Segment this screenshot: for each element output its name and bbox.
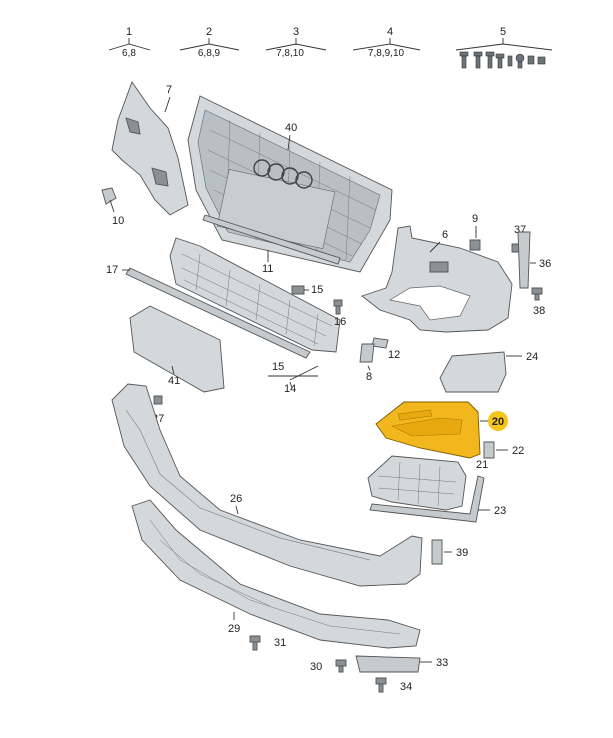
part-16-screw: 16 — [333, 299, 346, 328]
label-26: 26 — [230, 493, 242, 505]
part-17-rail: 17 — [106, 264, 311, 359]
part-7-bracket-left: 7 — [111, 81, 189, 216]
part-22-bracket: 22 — [483, 441, 524, 459]
label-15b: 15 — [272, 361, 284, 373]
part-33-trim: 33 — [355, 655, 448, 673]
label-40: 40 — [285, 122, 297, 134]
label-7: 7 — [166, 84, 172, 96]
label-10: 10 — [112, 215, 124, 227]
part-29-undertray: 29 — [131, 499, 421, 649]
part-36-bracket: 36 — [517, 231, 551, 289]
label-31: 31 — [274, 637, 286, 649]
label-24: 24 — [526, 351, 538, 363]
part-21-fog-grille: 21 — [367, 455, 488, 511]
part-23-trim: 23 — [369, 475, 506, 523]
label-12: 12 — [388, 349, 400, 361]
kit-2-refs: 6,8,9 — [198, 48, 221, 59]
highlight-badge — [488, 411, 508, 431]
fastener-set-icon — [459, 51, 546, 69]
kit-callout-5: 5 — [455, 26, 553, 69]
kit-1-refs: 6,8 — [122, 48, 136, 59]
label-33: 33 — [436, 657, 448, 669]
audi-rings-icon — [253, 159, 313, 189]
part-10-clip: 10 — [101, 187, 124, 227]
label-21: 21 — [476, 459, 488, 471]
label-11: 11 — [262, 263, 273, 275]
part-39-bracket: 39 — [431, 539, 468, 565]
label-9: 9 — [472, 213, 478, 225]
part-15-clip: 15 — [291, 284, 323, 296]
label-14: 14 — [284, 383, 296, 395]
part-11-strip: 11 — [202, 214, 341, 275]
label-41: 41 — [168, 375, 180, 387]
label-36: 36 — [539, 258, 551, 270]
part-41-plate: 41 — [129, 305, 225, 393]
kit-3-refs: 7,8,10 — [276, 48, 304, 59]
kit-3-number: 3 — [293, 26, 299, 38]
kit-callout-3: 3 7,8,10 — [265, 26, 327, 59]
part-26-bumper: 26 — [111, 383, 423, 587]
kit-1-number: 1 — [126, 26, 132, 38]
kit-4-refs: 7,8,9,10 — [368, 48, 405, 59]
part-8-cap: 8 — [359, 343, 375, 383]
part-30-screw: 30 — [310, 659, 347, 673]
label-15a: 15 — [311, 284, 323, 296]
part-24-cover: 24 — [439, 351, 538, 393]
kit-callout-4: 4 7,8,9,10 — [352, 26, 421, 59]
part-12-bracket: 12 — [371, 337, 400, 361]
kit-4-number: 4 — [387, 26, 393, 38]
kit-callout-2: 2 6,8,9 — [179, 26, 240, 59]
label-16: 16 — [334, 316, 346, 328]
label-17: 17 — [106, 264, 118, 276]
part-9-clip: 9 — [469, 213, 481, 251]
part-31-screw: 31 — [249, 635, 286, 651]
label-20: 20 — [492, 416, 504, 428]
label-34: 34 — [400, 681, 412, 693]
part-38-screw: 38 — [531, 287, 545, 317]
part-20-highlighted: 20 — [375, 401, 508, 459]
kit-2-number: 2 — [206, 26, 212, 38]
label-6: 6 — [442, 229, 448, 241]
kit-callout-1: 1 6,8 — [108, 26, 151, 59]
kit-5-number: 5 — [500, 26, 506, 38]
label-8: 8 — [366, 371, 372, 383]
label-30: 30 — [310, 661, 322, 673]
label-38: 38 — [533, 305, 545, 317]
label-22: 22 — [512, 445, 524, 457]
part-34-screw: 34 — [375, 677, 412, 693]
label-29: 29 — [228, 623, 240, 635]
part-14-lower-grille: 15 14 — [169, 237, 341, 395]
part-6-side-cover: 6 — [361, 225, 513, 333]
label-23: 23 — [494, 505, 506, 517]
label-39: 39 — [456, 547, 468, 559]
